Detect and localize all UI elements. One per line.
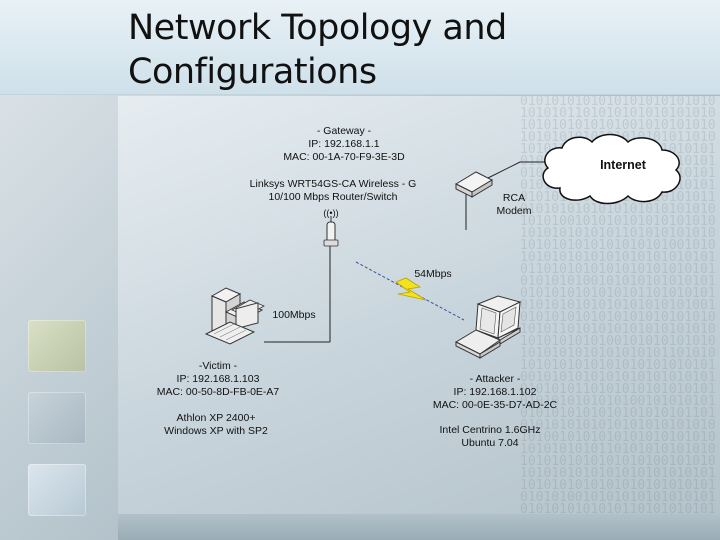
gateway-label: - Gateway - IP: 192.168.1.1 MAC: 00-1A-7… bbox=[244, 125, 444, 164]
attacker-ip: IP: 192.168.1.102 bbox=[453, 386, 537, 398]
wired-speed-label: 100Mbps bbox=[272, 309, 316, 321]
attacker-os: Ubuntu 7.04 bbox=[461, 437, 519, 449]
wireless-speed-label: 54Mbps bbox=[414, 268, 452, 280]
lightning-bolt-icon bbox=[395, 277, 427, 301]
victim-ip: IP: 192.168.1.103 bbox=[176, 373, 260, 385]
wireless-symbol: ((•)) bbox=[323, 208, 339, 218]
title-bar: Network Topology and Configurations bbox=[0, 0, 720, 95]
page-title: Network Topology and Configurations bbox=[128, 8, 507, 92]
router-model-line2: 10/100 Mbps Router/Switch bbox=[268, 191, 398, 203]
gateway-role: - Gateway - bbox=[316, 125, 372, 137]
gateway-mac: MAC: 00-1A-70-F9-3E-3D bbox=[283, 151, 405, 163]
bottom-strip bbox=[118, 514, 720, 540]
modem-label-line2: Modem bbox=[496, 205, 532, 217]
router-icon bbox=[323, 216, 339, 247]
victim-label: -Victim - IP: 192.168.1.103 MAC: 00-50-8… bbox=[150, 360, 286, 399]
decorative-square bbox=[28, 392, 86, 444]
attacker-mac: MAC: 00-0E-35-D7-AD-2C bbox=[432, 399, 558, 411]
router-model-label: Linksys WRT54GS-CA Wireless - G 10/100 M… bbox=[238, 178, 428, 204]
attacker-specs: Intel Centrino 1.6GHz Ubuntu 7.04 bbox=[428, 424, 552, 450]
router-model-line1: Linksys WRT54GS-CA Wireless - G bbox=[249, 178, 417, 190]
attacker-role: - Attacker - bbox=[469, 373, 521, 385]
victim-mac: MAC: 00-50-8D-FB-0E-A7 bbox=[156, 386, 280, 398]
victim-role: -Victim - bbox=[198, 360, 238, 372]
desktop-computer-icon bbox=[204, 287, 265, 345]
cloud-icon bbox=[542, 133, 681, 205]
victim-cpu: Athlon XP 2400+ bbox=[176, 412, 256, 424]
victim-os: Windows XP with SP2 bbox=[164, 425, 268, 437]
decorative-square bbox=[28, 464, 86, 516]
victim-specs: Athlon XP 2400+ Windows XP with SP2 bbox=[150, 412, 282, 438]
laptop-icon bbox=[454, 295, 522, 359]
decorative-square bbox=[28, 320, 86, 372]
attacker-cpu: Intel Centrino 1.6GHz bbox=[439, 424, 541, 436]
modem-to-internet-link bbox=[483, 161, 548, 181]
attacker-label: - Attacker - IP: 192.168.1.102 MAC: 00-0… bbox=[420, 373, 570, 412]
gateway-ip: IP: 192.168.1.1 bbox=[308, 138, 380, 150]
internet-label: Internet bbox=[600, 158, 646, 172]
modem-label-line1: RCA bbox=[502, 192, 526, 204]
modem-label: RCA Modem bbox=[488, 192, 540, 218]
modem-icon bbox=[454, 171, 494, 198]
